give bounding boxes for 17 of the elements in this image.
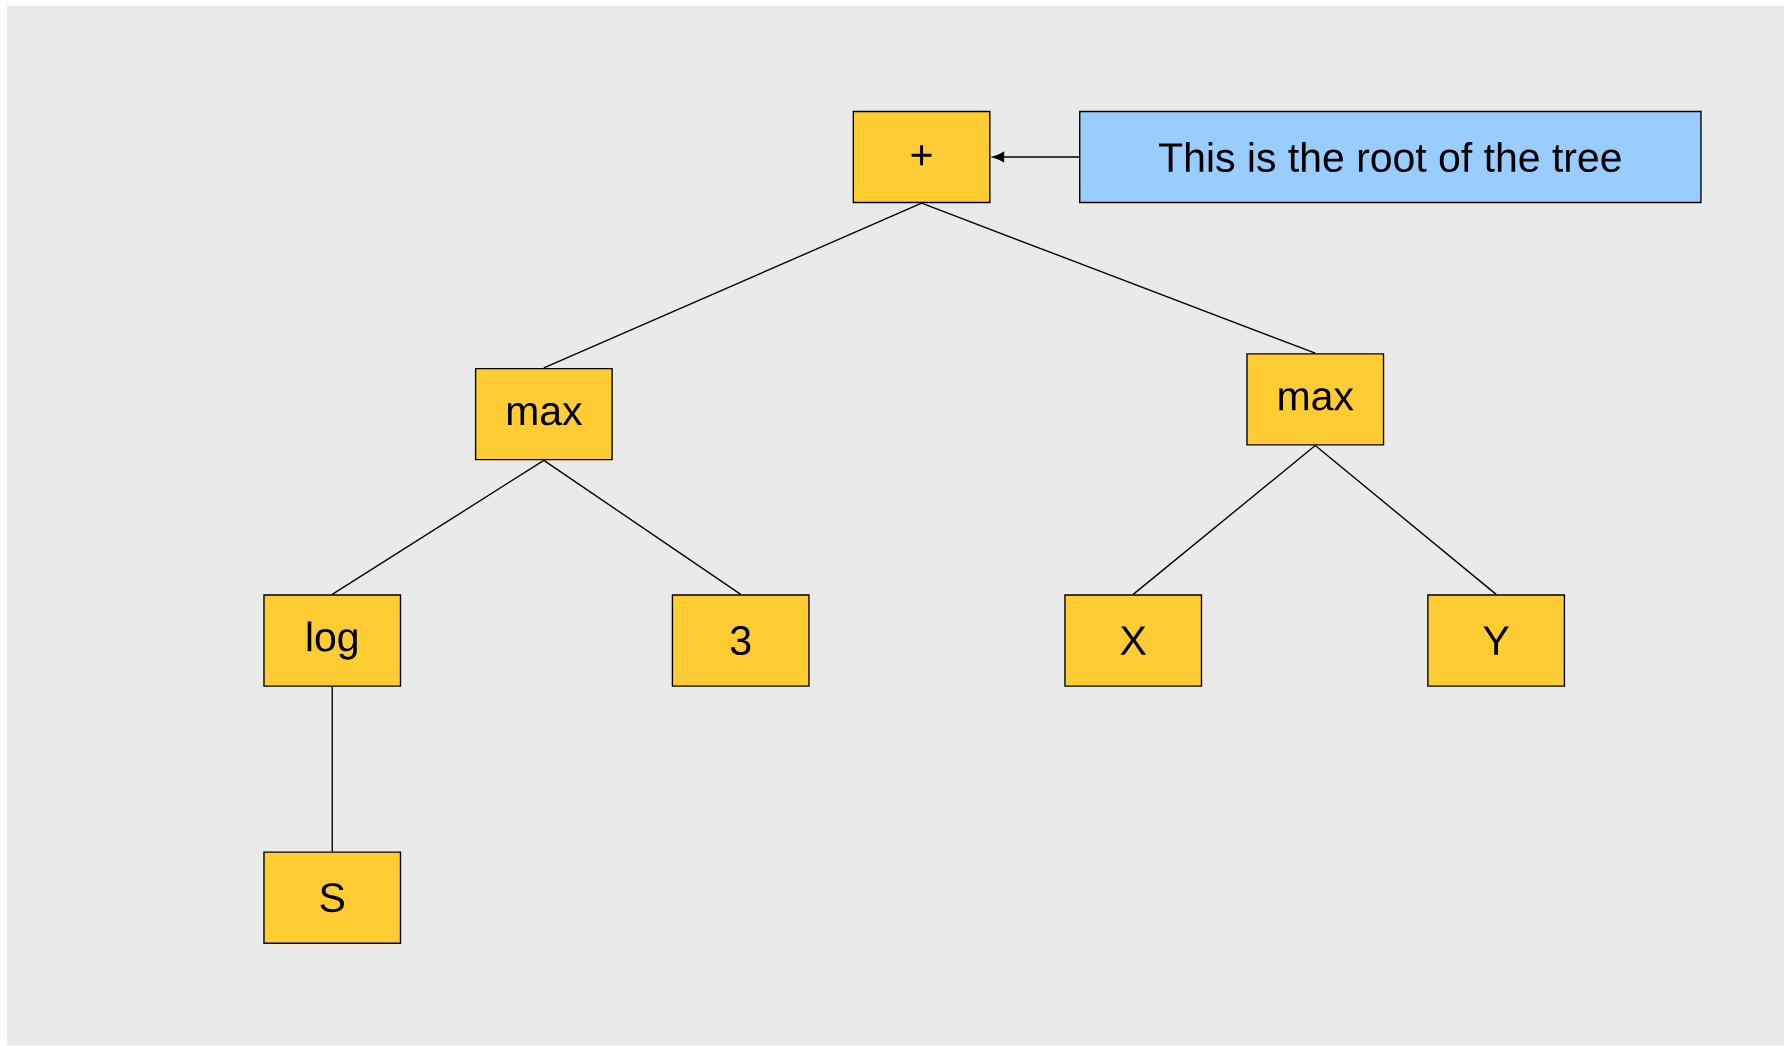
- leaf-box: Y: [1427, 594, 1566, 687]
- operator-box: log: [263, 594, 402, 687]
- operator-box: max: [1246, 353, 1385, 446]
- leaf-box: S: [263, 851, 402, 945]
- leaf-box: X: [1064, 594, 1203, 687]
- callout-box: This is the root of the tree: [1079, 111, 1702, 204]
- tree-edge: [1314, 445, 1497, 596]
- tree-edge: [543, 202, 923, 369]
- operator-box: +: [852, 111, 991, 204]
- operator-box: max: [474, 368, 613, 461]
- leaf-box: 3: [671, 594, 810, 687]
- tree-edge: [1132, 445, 1316, 596]
- arrow: [992, 152, 1080, 163]
- tree-edge: [543, 459, 742, 596]
- tree-edge: [920, 202, 1316, 355]
- tree-edge: [331, 459, 545, 596]
- tree-edge: [331, 686, 333, 853]
